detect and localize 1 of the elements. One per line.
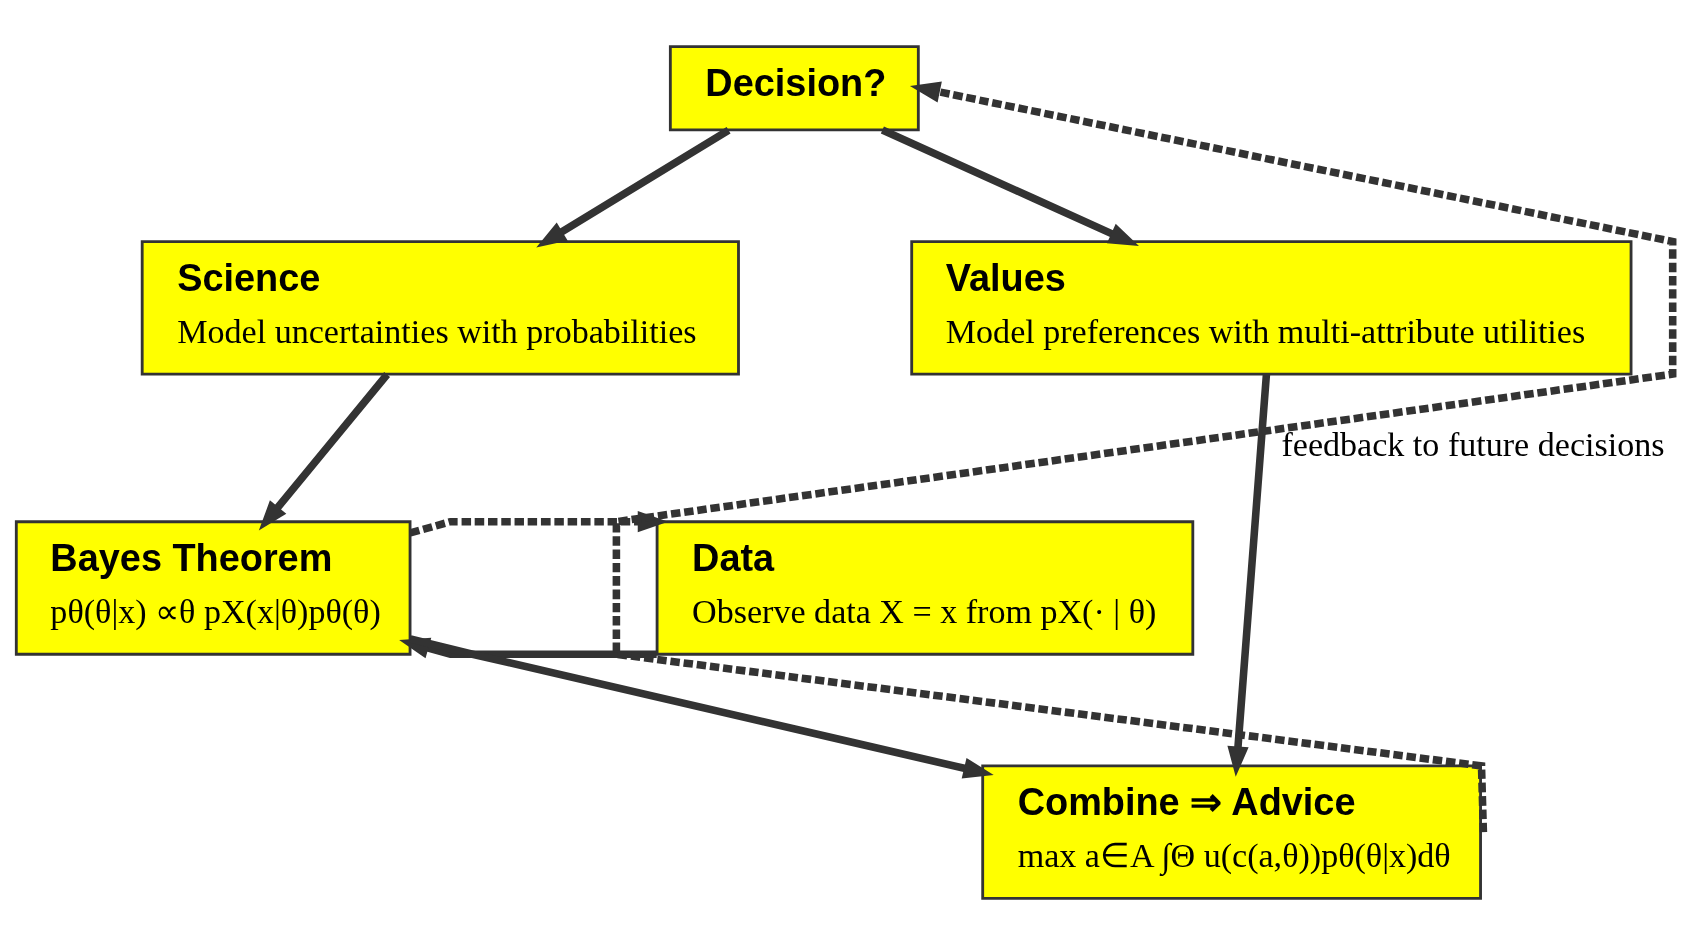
edge-label: feedback to future decisions [1281,426,1665,464]
